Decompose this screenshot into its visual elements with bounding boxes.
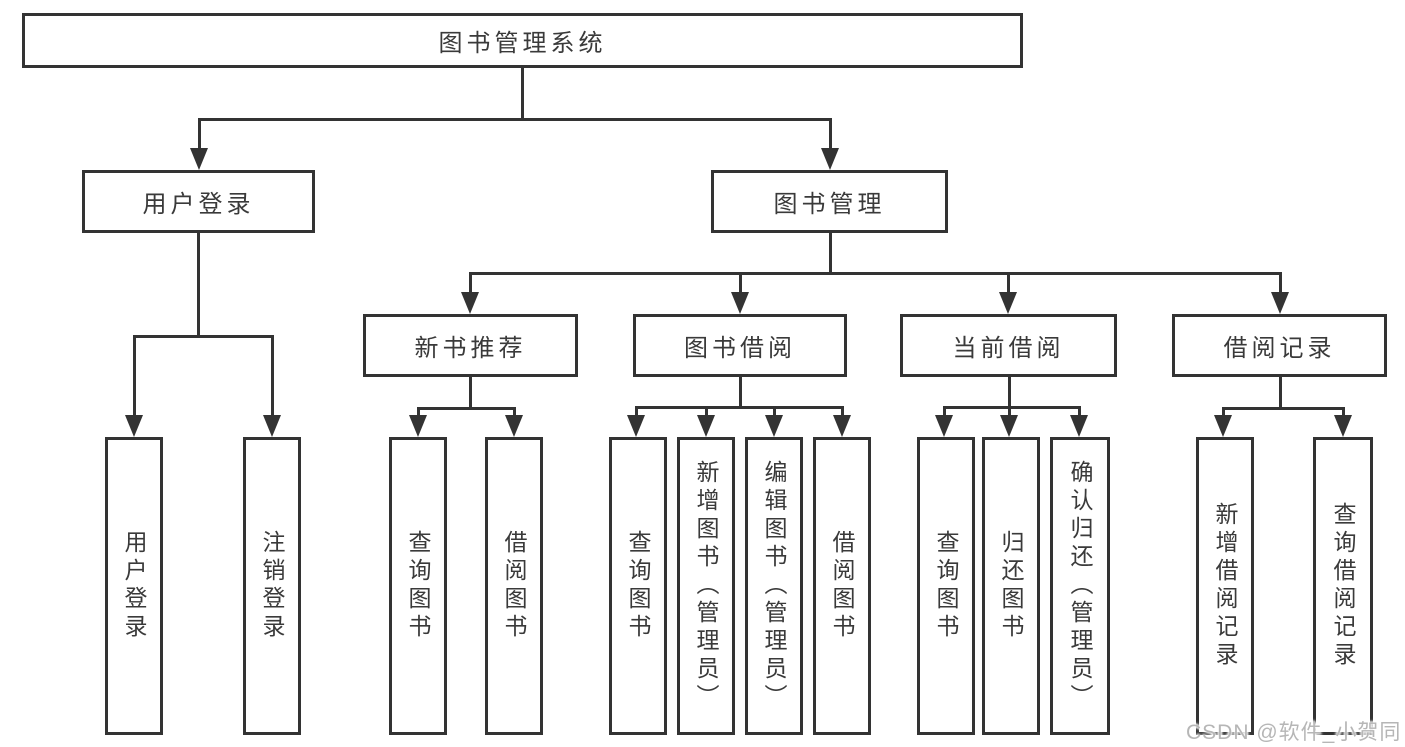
connector-vline xyxy=(1078,406,1081,417)
arrow-down xyxy=(505,415,523,437)
arrow-down xyxy=(627,415,645,437)
arrow-down xyxy=(1214,415,1232,437)
arrow-down xyxy=(263,415,281,437)
connector-vline xyxy=(133,335,136,419)
arrow-down xyxy=(190,148,208,170)
leaf-query-books-borrow: 查询图书 xyxy=(609,437,667,735)
connector-vline xyxy=(829,118,832,150)
connector-hline xyxy=(1222,407,1345,410)
arrow-down xyxy=(999,292,1017,314)
arrow-down xyxy=(409,415,427,437)
connector-hline xyxy=(417,407,516,410)
node-current-borrow: 当前借阅 xyxy=(900,314,1117,377)
connector-hline xyxy=(198,118,832,121)
arrow-down xyxy=(731,292,749,314)
leaf-confirm-return-admin: 确认归还（管理员） xyxy=(1050,437,1110,735)
node-book-management: 图书管理 xyxy=(711,170,948,233)
connector-vline xyxy=(521,68,524,118)
connector-vline xyxy=(1222,407,1225,417)
leaf-return-books: 归还图书 xyxy=(982,437,1040,735)
connector-vline xyxy=(469,272,472,296)
watermark: CSDN @软件_小贺同学 xyxy=(1186,721,1402,744)
arrow-down xyxy=(125,415,143,437)
connector-vline xyxy=(1007,272,1010,296)
connector-vline xyxy=(739,377,742,406)
connector-vline xyxy=(198,118,201,150)
connector-hline xyxy=(133,335,274,338)
connector-vline xyxy=(943,406,946,417)
arrow-down xyxy=(1000,415,1018,437)
arrow-down xyxy=(765,415,783,437)
arrow-down xyxy=(821,148,839,170)
connector-vline xyxy=(271,335,274,419)
arrow-down xyxy=(697,415,715,437)
node-root: 图书管理系统 xyxy=(22,13,1023,68)
leaf-query-books-current: 查询图书 xyxy=(917,437,975,735)
arrow-down xyxy=(1070,415,1088,437)
connector-vline xyxy=(635,406,638,417)
leaf-query-borrow-record: 查询借阅记录 xyxy=(1313,437,1373,735)
connector-vline xyxy=(1008,377,1011,406)
node-user-login: 用户登录 xyxy=(82,170,315,233)
arrow-down xyxy=(1271,292,1289,314)
connector-vline xyxy=(417,407,420,417)
connector-vline xyxy=(1279,272,1282,296)
node-borrow-records: 借阅记录 xyxy=(1172,314,1387,377)
connector-vline xyxy=(197,233,200,335)
arrow-down xyxy=(461,292,479,314)
connector-vline xyxy=(841,406,844,417)
arrow-down xyxy=(833,415,851,437)
node-new-book-recommend: 新书推荐 xyxy=(363,314,578,377)
connector-vline xyxy=(705,406,708,417)
connector-vline xyxy=(739,272,742,296)
connector-vline xyxy=(773,406,776,417)
leaf-logout-login: 注销登录 xyxy=(243,437,301,735)
arrow-down xyxy=(1334,415,1352,437)
connector-hline xyxy=(635,406,844,409)
leaf-add-borrow-record: 新增借阅记录 xyxy=(1196,437,1254,735)
leaf-user-login: 用户登录 xyxy=(105,437,163,735)
connector-hline xyxy=(943,406,1081,409)
connector-vline xyxy=(1342,407,1345,417)
leaf-borrow-books: 借阅图书 xyxy=(813,437,871,735)
connector-vline xyxy=(1008,406,1011,417)
leaf-add-books-admin: 新增图书（管理员） xyxy=(677,437,735,735)
connector-vline xyxy=(829,233,832,272)
leaf-query-books-recommend: 查询图书 xyxy=(389,437,447,735)
connector-vline xyxy=(469,377,472,407)
leaf-edit-books-admin: 编辑图书（管理员） xyxy=(745,437,803,735)
node-book-borrow: 图书借阅 xyxy=(633,314,847,377)
connector-hline xyxy=(469,272,1282,275)
arrow-down xyxy=(935,415,953,437)
connector-vline xyxy=(1279,377,1282,407)
connector-vline xyxy=(513,407,516,417)
leaf-borrow-books-recommend: 借阅图书 xyxy=(485,437,543,735)
